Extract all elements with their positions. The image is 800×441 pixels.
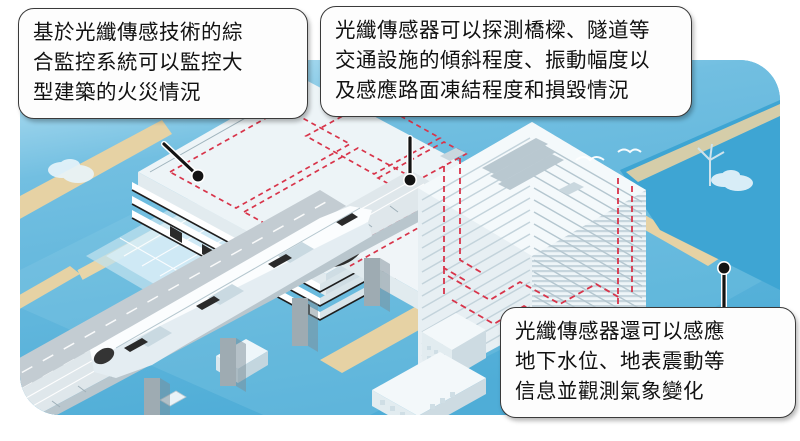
leader-building xyxy=(160,140,220,190)
callout-bridge-tunnel: 光纖傳感器可以探測橋樑、隧道等 交通設施的傾斜程度、振動幅度以 及感應路面凍結程… xyxy=(320,6,692,117)
callout-3-line-3: 信息並觀測氣象變化 xyxy=(515,380,704,403)
city-illustration-panel xyxy=(20,60,780,415)
callout-2-line-1: 光纖傳感器可以探測橋樑、隧道等 xyxy=(335,19,650,42)
clouds xyxy=(48,159,753,191)
wind-turbines xyxy=(697,143,725,186)
beige-road-left-fill xyxy=(20,120,172,309)
callout-1-line-2: 合監控系統可以監控大 xyxy=(33,51,243,74)
callout-groundwater-seismic: 光纖傳感器還可以感應 地下水位、地表震動等 信息並觀測氣象變化 xyxy=(500,307,796,418)
callout-1-line-3: 型建築的火災情況 xyxy=(33,81,201,104)
leader-tunnel xyxy=(398,135,424,198)
sea-inlet xyxy=(620,100,780,290)
callout-2-line-3: 及感應路面凍結程度和損毀情況 xyxy=(335,79,629,102)
callout-3-line-1: 光纖傳感器還可以感應 xyxy=(515,320,725,343)
rooftop-units xyxy=(440,138,584,195)
callout-2-line-2: 交通設施的傾斜程度、振動幅度以 xyxy=(335,49,650,72)
high-speed-train xyxy=(90,206,372,378)
callout-building-fire: 基於光纖傳感技術的綜 合監控系統可以監控大 型建築的火災情況 xyxy=(18,8,308,119)
callout-1-line-1: 基於光纖傳感技術的綜 xyxy=(33,21,243,44)
birds xyxy=(575,148,642,162)
warehouse-buildings xyxy=(372,313,486,415)
callout-3-line-2: 地下水位、地表震動等 xyxy=(515,350,725,373)
